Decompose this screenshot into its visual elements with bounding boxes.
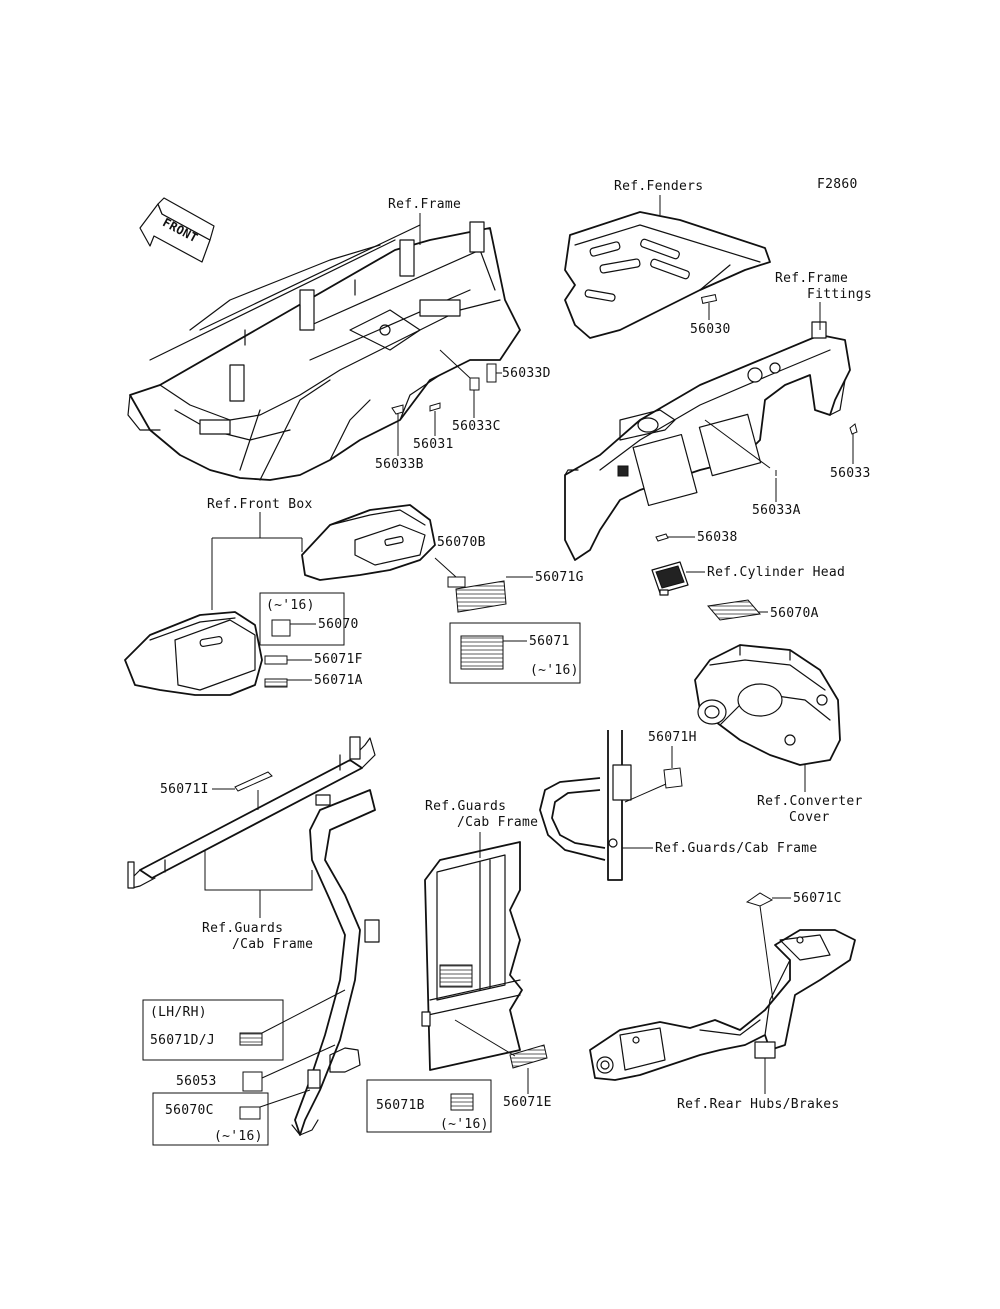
decal-56070 (271, 619, 291, 637)
note-until16-b: (~'16) (530, 663, 579, 678)
front-box-lower-illustration (124, 611, 263, 696)
part-56030-label: 56030 (690, 322, 731, 337)
decal-56071F (264, 655, 288, 665)
ref-fenders-label: Ref.Fenders (614, 179, 703, 194)
part-56071C-label: 56071C (793, 891, 842, 906)
decal-56070B (447, 576, 466, 588)
front-arrow-icon: FRONT (139, 197, 215, 263)
part-56070A-label: 56070A (770, 606, 819, 621)
decal-56071 (460, 635, 504, 670)
part-56033D-label: 56033D (502, 366, 551, 381)
box-56071B (366, 1079, 492, 1133)
rops-tube-illustration (291, 789, 380, 1136)
fender-illustration (564, 211, 771, 339)
ref-converter-cover-label-2: Cover (789, 810, 830, 825)
part-56053-label: 56053 (176, 1074, 217, 1089)
note-lhrh: (LH/RH) (150, 1005, 207, 1020)
rear-hubs-illustration (589, 929, 856, 1081)
ref-front-box-label: Ref.Front Box (207, 497, 313, 512)
part-56071E-label: 56071E (503, 1095, 552, 1110)
decal-56070A (707, 599, 761, 621)
decal-56033D (486, 363, 497, 383)
note-until16-d: (~'16) (440, 1117, 489, 1132)
part-56071DJ-label: 56071D/J (150, 1033, 215, 1048)
box-56070 (259, 592, 345, 646)
decal-56033C (469, 377, 480, 391)
part-56033C-label: 56033C (452, 419, 501, 434)
decal-56030 (700, 294, 718, 304)
note-until16-a: (~'16) (266, 598, 315, 613)
ref-cylinder-head-label: Ref.Cylinder Head (707, 565, 845, 580)
front-box-upper-illustration (301, 504, 436, 581)
guard-bar-illustration (127, 736, 376, 889)
ref-guards-cab-mid-label-1: Ref.Guards (425, 799, 506, 814)
door-illustration (421, 841, 523, 1071)
frame-fittings-illustration (564, 321, 851, 561)
decal-56071DJ (239, 1032, 263, 1046)
box-56071DJ (142, 999, 284, 1061)
ref-frame-fittings-label-2: Fittings (807, 287, 872, 302)
part-56071G-label: 56071G (535, 570, 584, 585)
frame-illustration (127, 221, 521, 481)
decal-56031 (429, 402, 441, 412)
decal-56071B (450, 1093, 474, 1111)
decal-56071C (745, 892, 774, 907)
part-56071-label: 56071 (529, 634, 570, 649)
decal-56071G (455, 580, 507, 613)
part-56038-label: 56038 (697, 530, 738, 545)
decal-56071A (264, 678, 288, 688)
part-56031-label: 56031 (413, 437, 454, 452)
decal-56033 (849, 423, 858, 435)
decal-56053 (242, 1071, 263, 1092)
ref-frame-label: Ref.Frame (388, 197, 461, 212)
part-56071F-label: 56071F (314, 652, 363, 667)
part-56033A-label: 56033A (752, 503, 801, 518)
ref-rear-hubs-label: Ref.Rear Hubs/Brakes (677, 1097, 840, 1112)
part-56070-label: 56070 (318, 617, 359, 632)
ref-guards-cab-left-label-2: /Cab Frame (232, 937, 313, 952)
note-until16-c: (~'16) (214, 1129, 263, 1144)
decal-56071I (234, 771, 273, 792)
converter-cover-illustration (694, 644, 841, 766)
ref-guards-cab-right-label: Ref.Guards/Cab Frame (655, 841, 818, 856)
decal-56071H (663, 767, 683, 789)
ref-frame-fittings-label-1: Ref.Frame (775, 271, 848, 286)
part-56071A-label: 56071A (314, 673, 363, 688)
part-56070C-label: 56070C (165, 1103, 214, 1118)
part-56070B-label: 56070B (437, 535, 486, 550)
figure-id: F2860 (817, 177, 858, 192)
ref-guards-cab-left-label-1: Ref.Guards (202, 921, 283, 936)
part-56033B-label: 56033B (375, 457, 424, 472)
cab-guard-illustration (539, 730, 632, 881)
decal-56071E (509, 1044, 548, 1069)
decal-56033B (391, 404, 404, 415)
part-56033-label: 56033 (830, 466, 871, 481)
box-56070C (152, 1092, 269, 1146)
decal-56070C (239, 1106, 261, 1120)
part-56071H-label: 56071H (648, 730, 697, 745)
cylinder-head-illustration (651, 561, 689, 596)
ref-converter-cover-label-1: Ref.Converter (757, 794, 863, 809)
part-56071I-label: 56071I (160, 782, 209, 797)
ref-guards-cab-mid-label-2: /Cab Frame (457, 815, 538, 830)
part-56071B-label: 56071B (376, 1098, 425, 1113)
box-56071 (449, 622, 581, 684)
decal-56038 (655, 533, 669, 542)
